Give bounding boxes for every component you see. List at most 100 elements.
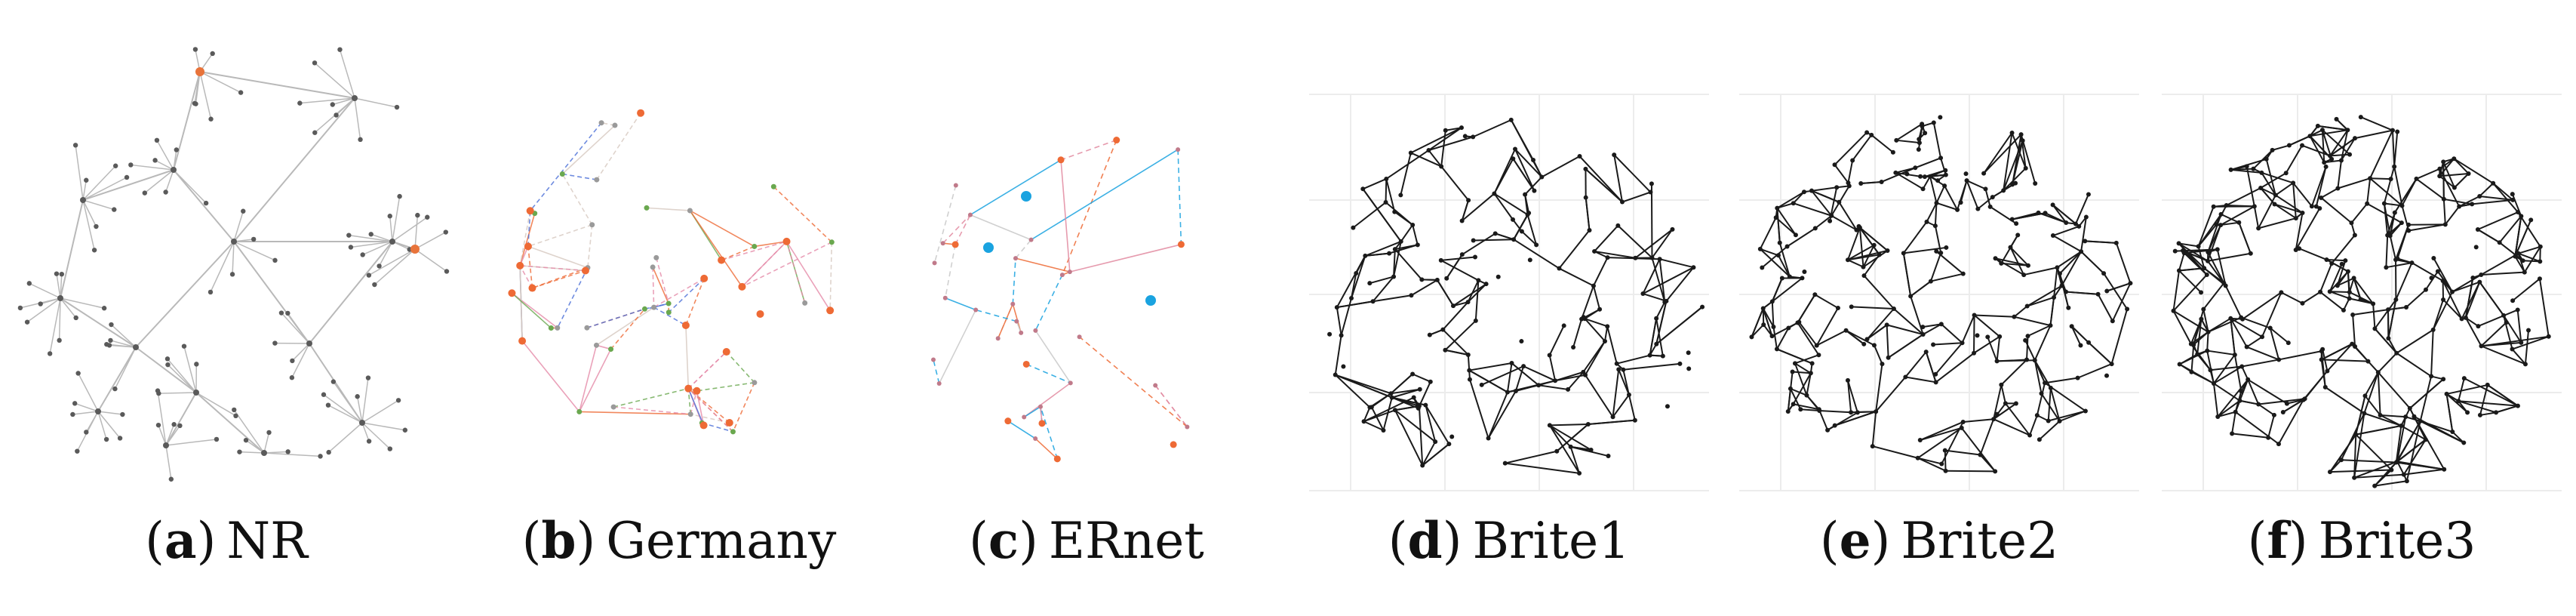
edge bbox=[1623, 362, 1680, 371]
edge bbox=[2197, 206, 2215, 247]
edge bbox=[2387, 306, 2407, 311]
node bbox=[128, 162, 134, 168]
edge bbox=[1391, 388, 1421, 399]
edge bbox=[2472, 199, 2513, 205]
node bbox=[651, 304, 657, 310]
edge bbox=[2384, 202, 2402, 207]
node bbox=[1583, 195, 1588, 200]
node bbox=[612, 122, 618, 128]
node bbox=[2078, 343, 2083, 348]
node bbox=[2403, 414, 2408, 420]
edge bbox=[970, 159, 1062, 216]
node bbox=[1944, 245, 1949, 250]
edge bbox=[323, 394, 363, 424]
node bbox=[1654, 341, 1659, 346]
node bbox=[1583, 166, 1588, 171]
edge bbox=[1973, 314, 2000, 337]
node bbox=[1633, 255, 1638, 260]
edge bbox=[2458, 377, 2465, 402]
edge bbox=[1622, 369, 1630, 396]
caption-open-paren: ( bbox=[1819, 512, 1840, 570]
edge bbox=[1015, 239, 1032, 259]
edge bbox=[1023, 382, 1071, 418]
edge bbox=[1871, 411, 1877, 447]
node bbox=[1511, 156, 1516, 162]
node bbox=[1361, 419, 1366, 424]
node bbox=[581, 266, 589, 275]
edge bbox=[687, 388, 692, 414]
edge bbox=[1896, 139, 1920, 144]
edge bbox=[1514, 148, 1543, 178]
edge bbox=[2329, 469, 2392, 473]
edge bbox=[1762, 308, 1773, 337]
node bbox=[1511, 237, 1517, 242]
edge bbox=[1651, 229, 1674, 259]
node bbox=[2172, 248, 2178, 254]
ernet-topology-graph bbox=[931, 137, 1190, 463]
node bbox=[2338, 158, 2344, 163]
edge bbox=[165, 392, 197, 446]
edge bbox=[975, 309, 1017, 322]
edge bbox=[1761, 245, 1788, 269]
node bbox=[1505, 390, 1510, 395]
node bbox=[1022, 414, 1027, 420]
node bbox=[1495, 274, 1501, 279]
node bbox=[229, 272, 235, 277]
node bbox=[1420, 463, 1425, 468]
edge bbox=[2197, 214, 2222, 247]
edge bbox=[2213, 383, 2240, 402]
edge bbox=[1871, 134, 1894, 153]
edge bbox=[732, 382, 755, 433]
node bbox=[2252, 204, 2257, 209]
node bbox=[2001, 188, 2006, 193]
edge bbox=[2514, 216, 2522, 257]
edge bbox=[1790, 388, 1802, 410]
panel-d-brite1: (d)Brite1 bbox=[1298, 0, 1720, 616]
edge bbox=[1394, 409, 1424, 466]
edge bbox=[1800, 408, 1820, 412]
node bbox=[526, 207, 534, 215]
node bbox=[1649, 181, 1654, 186]
node bbox=[1938, 322, 1944, 327]
edge bbox=[1863, 254, 1880, 276]
node bbox=[1013, 256, 1019, 261]
caption-d: (d)Brite1 bbox=[1298, 510, 1720, 571]
edge bbox=[1034, 274, 1063, 331]
edge bbox=[1511, 362, 1539, 387]
node bbox=[2384, 265, 2389, 270]
edge bbox=[2230, 318, 2236, 356]
edge bbox=[1792, 371, 1811, 374]
edge bbox=[2481, 341, 2522, 347]
edge bbox=[2070, 325, 2082, 346]
edge bbox=[2023, 266, 2058, 276]
edge bbox=[2230, 318, 2248, 348]
node bbox=[2347, 290, 2352, 295]
node bbox=[1519, 339, 1524, 344]
node bbox=[1834, 185, 1840, 190]
edge bbox=[773, 186, 832, 243]
edge bbox=[2191, 371, 2215, 384]
edge bbox=[1412, 373, 1431, 383]
node bbox=[1170, 441, 1177, 448]
edge bbox=[1665, 266, 1695, 302]
node bbox=[2076, 223, 2082, 229]
node bbox=[2276, 442, 2281, 447]
edge bbox=[2270, 327, 2289, 343]
node bbox=[2259, 170, 2264, 175]
edge bbox=[1902, 221, 1928, 254]
caption-b: (b)Germany bbox=[483, 510, 875, 571]
node bbox=[174, 147, 180, 152]
edge bbox=[1983, 132, 2013, 174]
node bbox=[2341, 307, 2346, 313]
edge bbox=[2246, 336, 2263, 348]
edge bbox=[1643, 266, 1694, 294]
node bbox=[2013, 180, 2018, 186]
node bbox=[2475, 227, 2480, 233]
node bbox=[1486, 436, 1491, 441]
edge bbox=[354, 97, 361, 140]
node bbox=[1417, 387, 1422, 392]
node bbox=[1928, 279, 1933, 284]
edge bbox=[361, 377, 369, 424]
edge bbox=[1429, 328, 1443, 336]
edge bbox=[2329, 129, 2349, 156]
